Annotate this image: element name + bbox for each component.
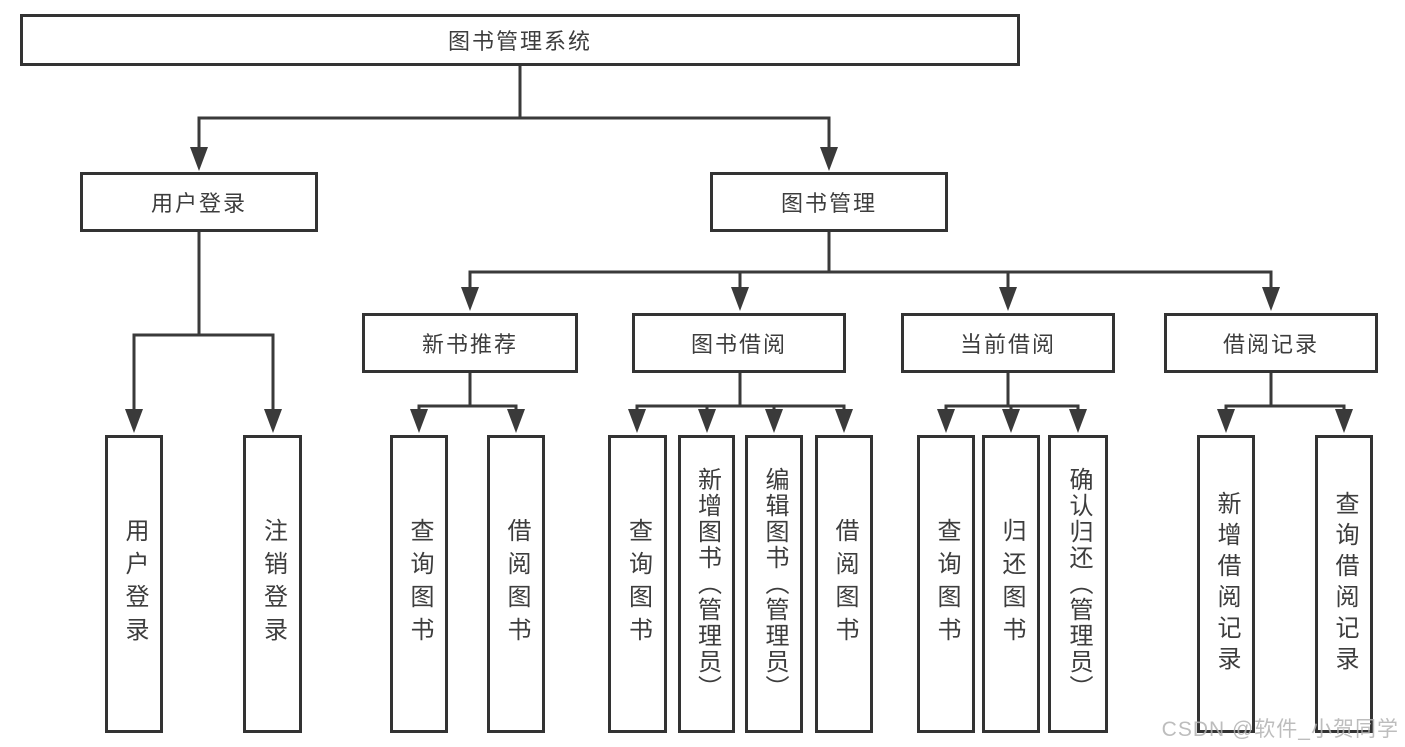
node-borrowing-records: 借阅记录 bbox=[1164, 313, 1378, 373]
node-book-borrowing: 图书借阅 bbox=[632, 313, 846, 373]
tree-edges bbox=[132, 66, 1346, 411]
node-user-login: 用户登录 bbox=[80, 172, 318, 232]
leaf-edit-book-admin: 编辑图书（管理员） bbox=[745, 435, 803, 733]
leaf-borrow-books-recommendation: 借阅图书 bbox=[487, 435, 545, 733]
node-current-borrowing: 当前借阅 bbox=[901, 313, 1115, 373]
leaf-query-borrow-record: 查询借阅记录 bbox=[1315, 435, 1373, 733]
csdn-watermark: CSDN @软件_小贺同学 bbox=[1161, 718, 1399, 741]
node-new-book-recommendation: 新书推荐 bbox=[362, 313, 578, 373]
leaf-query-books-recommendation: 查询图书 bbox=[390, 435, 448, 733]
node-library-management-system: 图书管理系统 bbox=[20, 14, 1020, 66]
node-book-management: 图书管理 bbox=[710, 172, 948, 232]
leaf-add-book-admin: 新增图书（管理员） bbox=[678, 435, 735, 733]
leaf-borrow-books-borrowing: 借阅图书 bbox=[815, 435, 873, 733]
leaf-return-book: 归还图书 bbox=[982, 435, 1040, 733]
leaf-query-books-current: 查询图书 bbox=[917, 435, 975, 733]
leaf-logout: 注销登录 bbox=[243, 435, 302, 733]
arrowheads bbox=[125, 147, 1353, 433]
leaf-confirm-return-admin: 确认归还（管理员） bbox=[1048, 435, 1108, 733]
leaf-query-books-borrowing: 查询图书 bbox=[608, 435, 667, 733]
leaf-user-login: 用户登录 bbox=[105, 435, 163, 733]
leaf-add-borrow-record: 新增借阅记录 bbox=[1197, 435, 1255, 733]
